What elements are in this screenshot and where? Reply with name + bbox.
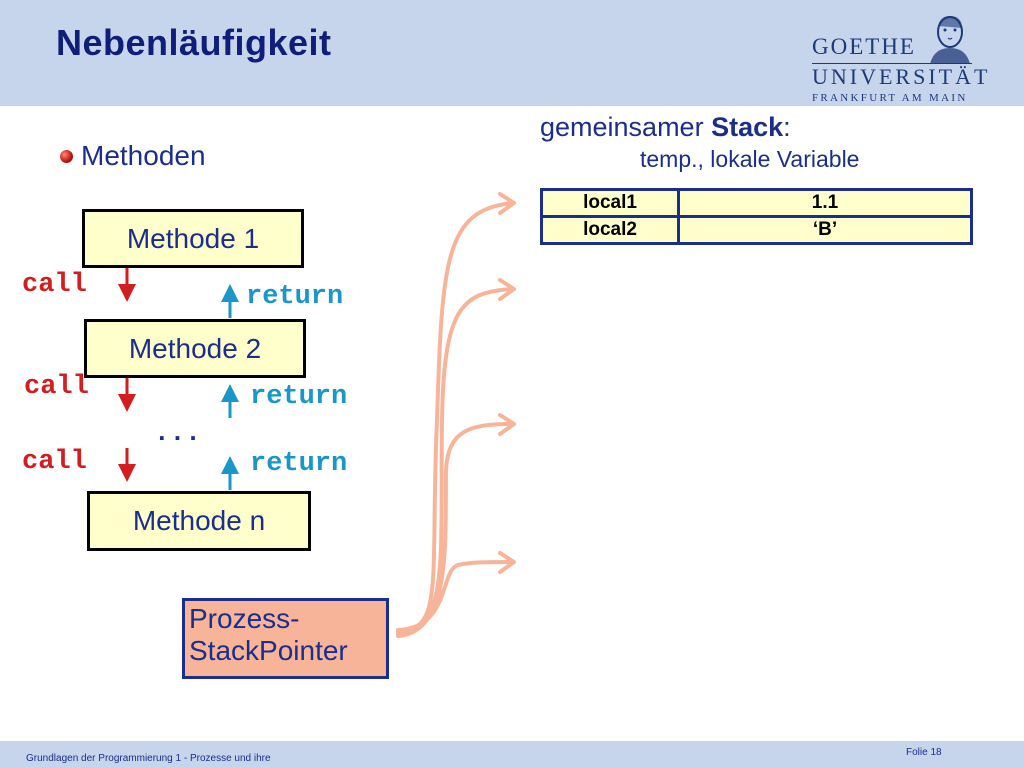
stack-row: local1 1.1: [540, 188, 973, 218]
stack-title-suffix: :: [783, 112, 791, 142]
pointer-arrow-4: [396, 560, 514, 632]
pointer-arrowhead-1: [498, 192, 516, 215]
bullet-text: Methoden: [81, 140, 206, 171]
pointer-line-1: Prozess-: [189, 603, 300, 634]
pointer-arrowhead-4: [498, 551, 516, 574]
stack-row: local2 ‘B’: [540, 215, 973, 245]
logo-divider: [812, 63, 972, 64]
return-arrow-2: [221, 384, 239, 418]
goethe-portrait-icon: [930, 16, 970, 64]
ellipsis: ...: [154, 418, 201, 448]
pointer-arrow-2: [396, 287, 514, 636]
stack-title-prefix: gemeinsamer: [540, 112, 712, 142]
stack-cell-value: ‘B’: [677, 215, 973, 245]
footer-course-title: Grundlagen der Programmierung 1 - Prozes…: [26, 753, 271, 764]
stack-title: gemeinsamer Stack:: [540, 112, 791, 143]
stack-cell-name: local1: [540, 188, 680, 218]
slide-title: Nebenläufigkeit: [56, 22, 332, 63]
bullet-icon: [60, 149, 73, 163]
stack-title-bold: Stack: [711, 112, 784, 142]
return-label-1: return: [246, 282, 344, 312]
return-arrow-1: [221, 284, 239, 318]
bullet-methoden: Methoden: [60, 140, 206, 172]
pointer-arrow-1: [396, 201, 514, 634]
call-arrow-1: [118, 268, 136, 302]
call-arrow-2: [118, 378, 136, 412]
header-bar: [0, 0, 1024, 106]
pointer-arrowhead-3: [498, 413, 516, 436]
process-stack-pointer-box: Prozess- StackPointer: [182, 598, 389, 679]
return-label-3: return: [250, 449, 348, 479]
method-box-2: Methode 2: [84, 319, 306, 378]
logo-line-3: FRANKFURT AM MAIN: [812, 92, 968, 104]
return-label-2: return: [250, 382, 348, 412]
call-label-1: call: [22, 270, 87, 300]
footer-slide-number: Folie 18: [906, 747, 942, 758]
stack-cell-value: 1.1: [677, 188, 973, 218]
call-label-3: call: [22, 447, 87, 477]
logo-line-1: GOETHE: [812, 34, 916, 59]
method-box-n: Methode n: [87, 491, 311, 551]
footer-bar: Grundlagen der Programmierung 1 - Prozes…: [0, 741, 1024, 768]
call-arrow-3: [118, 448, 136, 482]
university-logo: GOETHE UNIVERSITÄT FRANKFURT AM MAIN: [812, 12, 1012, 104]
stack-subtitle: temp., lokale Variable: [640, 146, 860, 172]
stack-table: local1 1.1 local2 ‘B’: [540, 188, 973, 245]
pointer-line-2: StackPointer: [189, 635, 348, 666]
stack-cell-name: local2: [540, 215, 680, 245]
pointer-arrow-3: [396, 422, 514, 638]
call-label-2: call: [24, 372, 89, 402]
pointer-arrowhead-2: [498, 278, 516, 301]
return-arrow-3: [221, 456, 239, 490]
method-box-1: Methode 1: [82, 209, 304, 268]
logo-line-2: UNIVERSITÄT: [812, 64, 991, 89]
